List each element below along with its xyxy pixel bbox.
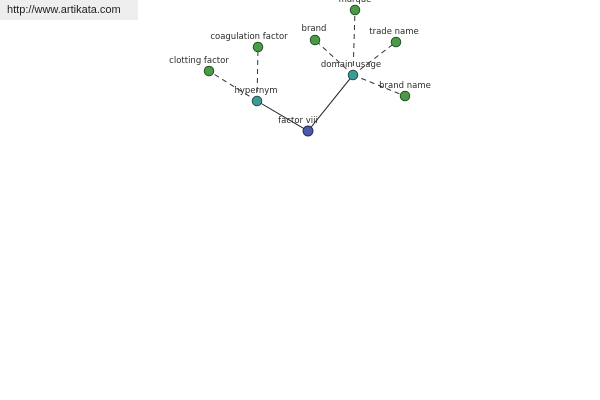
label-brand: brand [302,24,327,34]
node-brand[interactable] [309,34,321,46]
edge-root-domain-usage [307,74,354,132]
label-marque: marque [339,0,372,5]
edge-hypernym-clotting-factor [208,70,258,102]
node-coagulation-factor[interactable] [252,41,264,53]
node-hypernym[interactable] [251,95,263,107]
label-domain-usage: domain usage [321,60,381,70]
node-domain-usage[interactable] [347,69,359,81]
edge-root-hypernym [256,100,309,132]
node-factor-viii[interactable] [302,125,314,137]
node-marque[interactable] [349,4,361,16]
edge-domain-usage-brand-name [352,74,406,97]
label-trade-name: trade name [369,27,418,37]
label-coagulation-factor: coagulation factor [210,32,288,42]
label-clotting-factor: clotting factor [169,56,229,66]
edge-hypernym-coagulation-factor [256,46,259,102]
node-brand-name[interactable] [399,90,411,102]
edge-domain-usage-marque [352,9,356,76]
node-clotting-factor[interactable] [203,65,215,77]
label-hypernym: hypernym [234,86,277,96]
label-factor-viii: factor viii [278,116,318,126]
node-trade-name[interactable] [390,36,402,48]
site-url[interactable]: http://www.artikata.com [0,0,138,20]
label-brand-name: brand name [379,81,431,91]
edge-domain-usage-trade-name [352,41,397,76]
